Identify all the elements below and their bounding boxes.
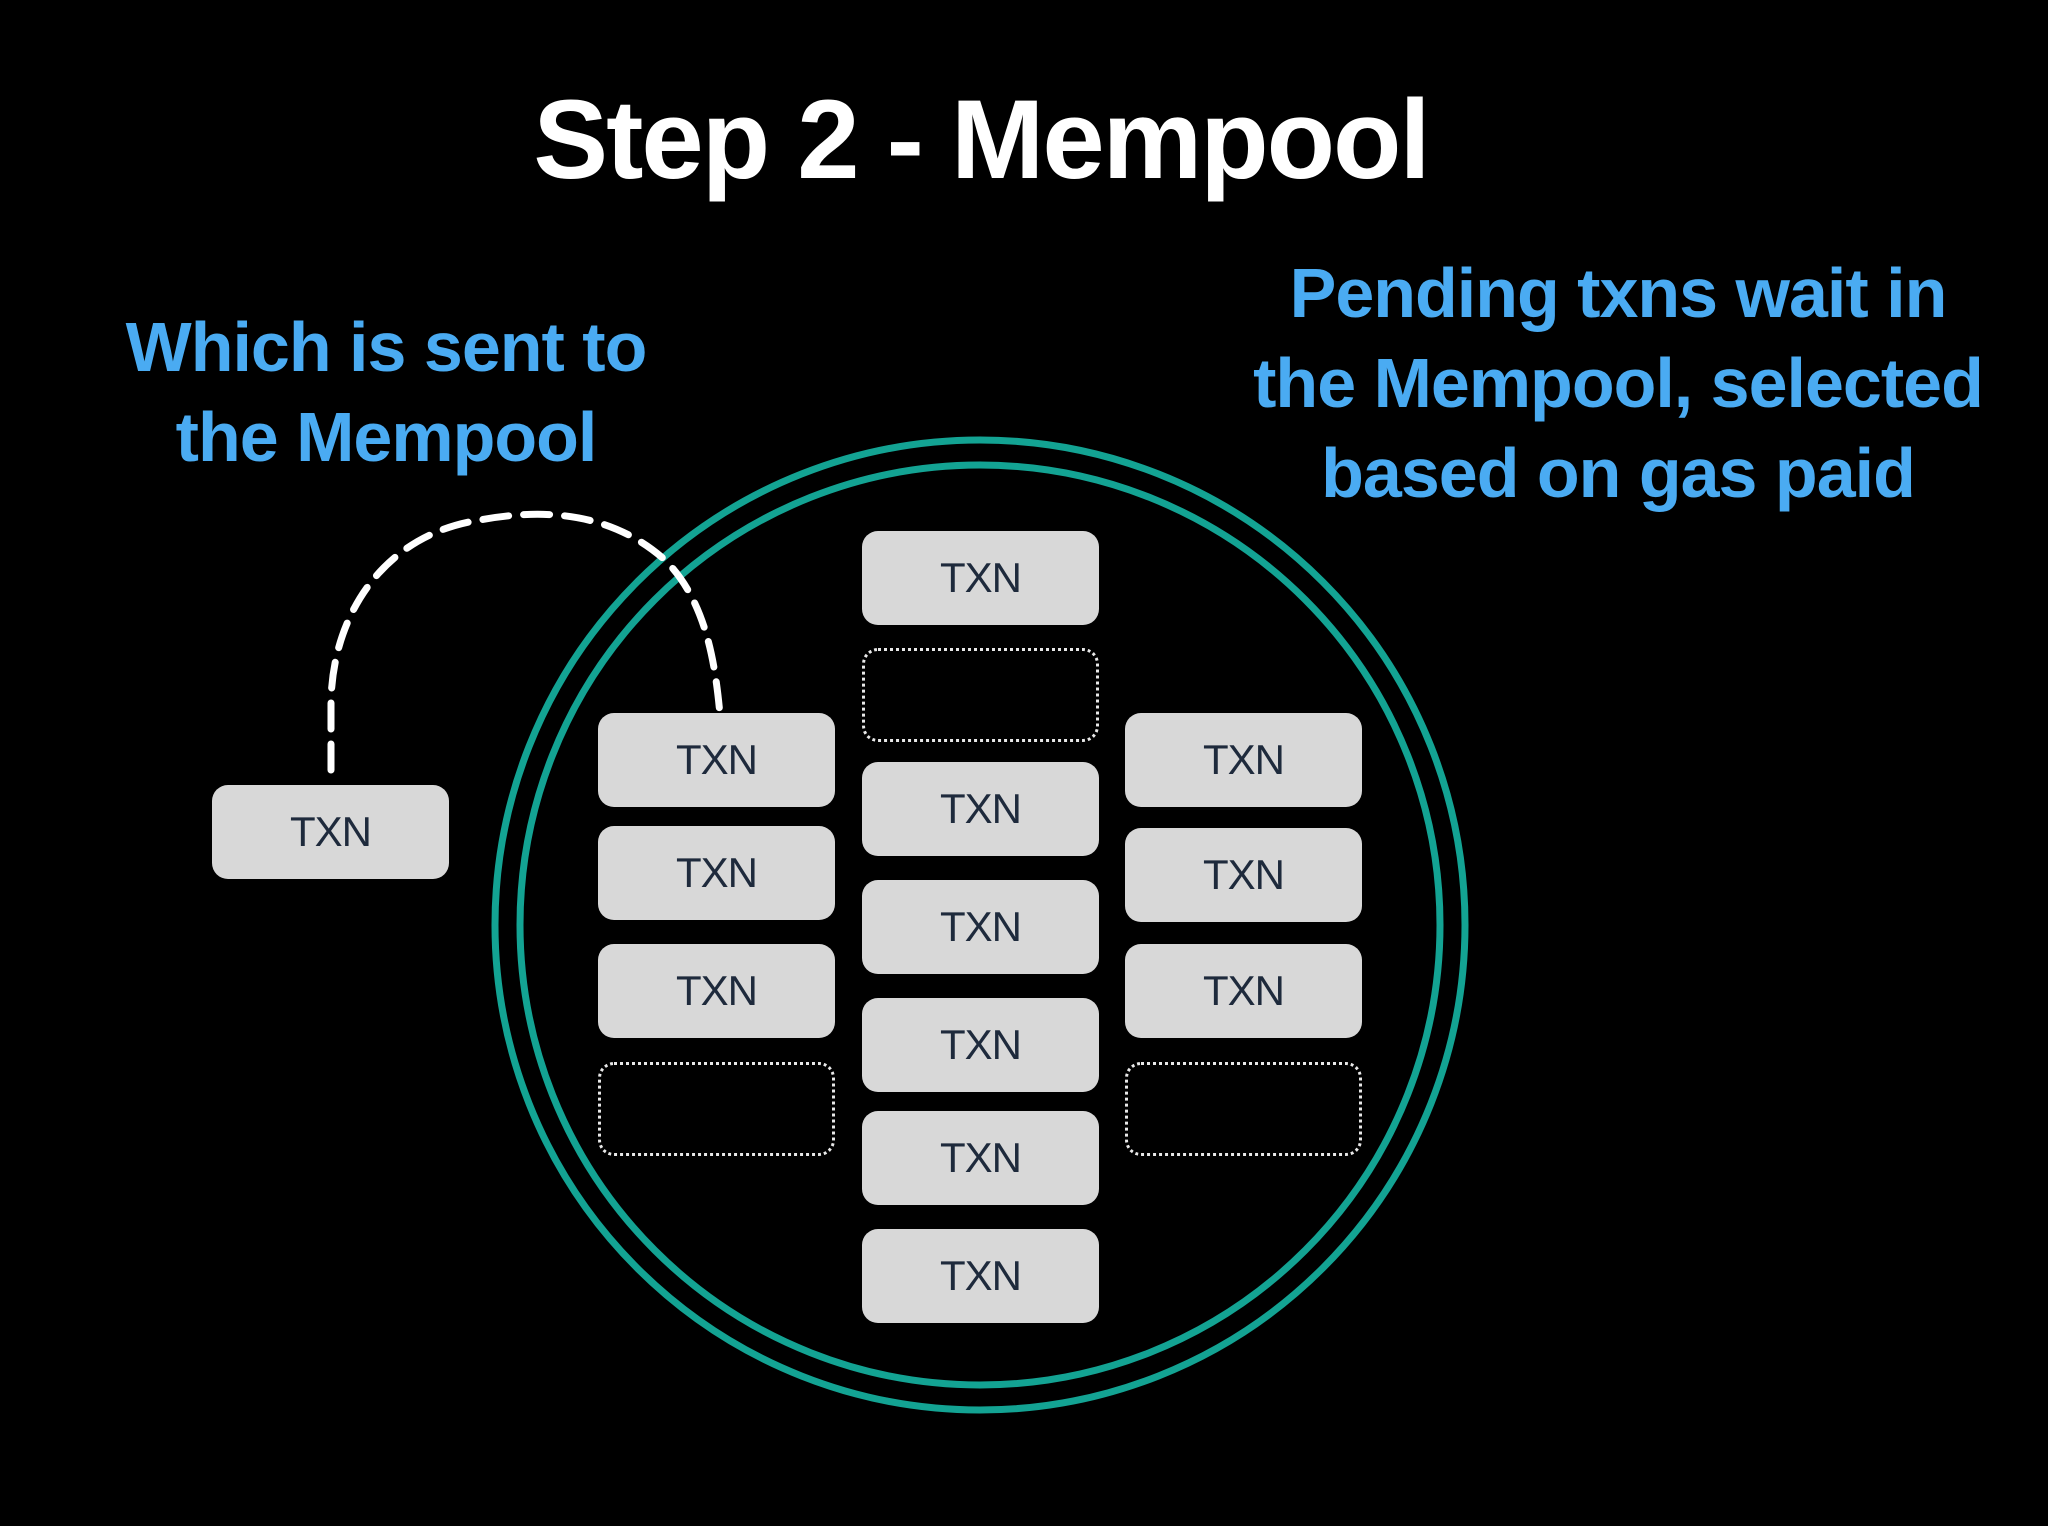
txn-label: TXN bbox=[1203, 851, 1285, 898]
txn-label: TXN bbox=[940, 554, 1022, 601]
txn-label: TXN bbox=[940, 785, 1022, 832]
txn-label: TXN bbox=[676, 736, 758, 783]
caption-left-line-1: Which is sent to bbox=[125, 308, 648, 386]
txn-label: TXN bbox=[676, 967, 758, 1014]
txn-label: TXN bbox=[940, 1252, 1022, 1299]
mempool-inner-ring bbox=[516, 461, 1444, 1389]
empty-txn-slot bbox=[598, 1062, 835, 1156]
txn-label: TXN bbox=[290, 808, 372, 855]
caption-right-line-3: based on gas paid bbox=[1321, 434, 1916, 512]
txn-label: TXN bbox=[676, 849, 758, 896]
dashed-arrow-path bbox=[327, 510, 724, 774]
caption-sent-to-mempool: Which is sent to the Mempool bbox=[96, 302, 676, 482]
mempool-txn-box: TXN bbox=[862, 880, 1099, 974]
caption-right-line-1: Pending txns wait in bbox=[1289, 254, 1948, 332]
mempool-txn-box: TXN bbox=[598, 826, 835, 920]
txn-label: TXN bbox=[940, 903, 1022, 950]
mempool-txn-box: TXN bbox=[862, 998, 1099, 1092]
txn-label: TXN bbox=[1203, 736, 1285, 783]
txn-label: TXN bbox=[940, 1134, 1022, 1181]
caption-right-line-2: the Mempool, selected bbox=[1253, 344, 1984, 422]
mempool-txn-box: TXN bbox=[598, 713, 835, 807]
mempool-txn-box: TXN bbox=[1125, 944, 1362, 1038]
txn-label: TXN bbox=[940, 1021, 1022, 1068]
mempool-outer-ring bbox=[491, 436, 1469, 1414]
mempool-txn-box: TXN bbox=[598, 944, 835, 1038]
mempool-txn-box: TXN bbox=[862, 531, 1099, 625]
incoming-txn-box: TXN bbox=[212, 785, 449, 879]
slide-title: Step 2 - Mempool bbox=[533, 77, 1430, 202]
empty-txn-slot bbox=[862, 648, 1099, 742]
txn-label: TXN bbox=[1203, 967, 1285, 1014]
mempool-txn-box: TXN bbox=[862, 1111, 1099, 1205]
mempool-txn-box: TXN bbox=[1125, 828, 1362, 922]
mempool-txn-box: TXN bbox=[862, 762, 1099, 856]
mempool-txn-box: TXN bbox=[1125, 713, 1362, 807]
caption-pending-txns: Pending txns wait in the Mempool, select… bbox=[1208, 248, 2028, 518]
caption-left-line-2: the Mempool bbox=[175, 398, 598, 476]
mempool-txn-box: TXN bbox=[862, 1229, 1099, 1323]
empty-txn-slot bbox=[1125, 1062, 1362, 1156]
